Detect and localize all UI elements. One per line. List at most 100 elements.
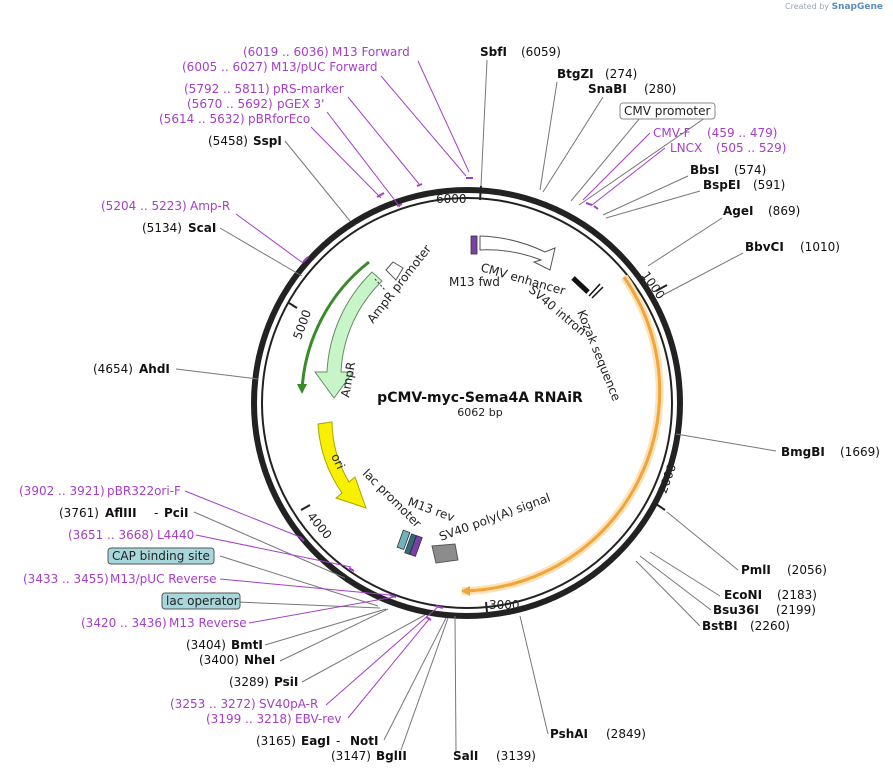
cap-binding-box	[107, 547, 215, 565]
primer-m13f-range: (6019 .. 6036)	[243, 45, 329, 59]
site-leader-lines	[175, 59, 777, 752]
tick-label-2000: 2000	[656, 462, 680, 495]
site-nhei: NheI	[244, 653, 275, 667]
primer-l4440-name: L4440	[157, 528, 194, 542]
ampr-arrow	[314, 271, 383, 399]
credit-brand: SnapGene	[831, 2, 883, 12]
m13-fwd-marker	[470, 235, 478, 255]
primer-prs-name: pRS-marker	[273, 82, 344, 96]
site-bspei-pos: (591)	[753, 178, 785, 192]
primer-cmvf-name: CMV-F	[653, 126, 691, 140]
label-kozak: Kozak sequence	[574, 308, 623, 403]
site-snabi: SnaBI	[588, 82, 627, 96]
tick-label-3000: 3000	[489, 598, 520, 612]
primer-l4440-range: (3651 .. 3668)	[68, 528, 154, 542]
label-m13-fwd: M13 fwd	[449, 275, 500, 289]
label-ampr: AmpR	[338, 361, 358, 399]
ampr-promoter-arrow	[385, 261, 404, 281]
site-snabi-pos: (280)	[644, 82, 676, 96]
primer-pbr-name: pBRforEco	[248, 112, 310, 126]
site-bglii-pos: (3147)	[331, 749, 371, 763]
site-psii: PsiI	[274, 675, 298, 689]
site-sbfi: SbfI	[480, 45, 507, 59]
m13-rev-marker	[409, 535, 423, 557]
plasmid-size: 6062 bp	[457, 406, 502, 419]
tick-6000	[479, 185, 482, 201]
site-afliii-pos: (3761)	[59, 506, 99, 520]
kozak-mark-2	[591, 286, 604, 299]
tick-3000	[485, 601, 488, 613]
site-sspi-pos: (5458)	[208, 134, 248, 148]
site-bglii: BglII	[376, 749, 407, 763]
primer-ebv-range: (3199 .. 3218)	[206, 712, 292, 726]
position-ticks	[288, 185, 668, 613]
primer-m13puc-f-name: M13/pUC Forward	[271, 60, 378, 74]
primer-sv40par-range: (3253 .. 3272)	[170, 697, 256, 711]
site-nhei-pos: (3400)	[199, 653, 239, 667]
backbone-outer	[251, 187, 683, 619]
site-sali-pos: (3139)	[496, 749, 536, 763]
tick-label-4000: 4000	[304, 510, 334, 542]
tick-label-5000: 5000	[290, 308, 314, 341]
boxed-labels: CMV promoter CAP binding site lac operat…	[107, 102, 716, 610]
primer-m13f-name: M13 Forward	[332, 45, 410, 59]
site-agei: AgeI	[723, 204, 753, 218]
primer-labels: (6019 .. 6036) M13 Forward (6005 .. 6027…	[19, 45, 786, 726]
site-bsu36i: Bsu36I	[713, 603, 759, 617]
primer-pgex-name: pGEX 3'	[277, 97, 324, 111]
site-afliii-sep: -	[154, 506, 158, 520]
tick-4000	[300, 504, 311, 511]
site-pmli: PmlI	[741, 563, 771, 577]
snapgene-credit: Created by SnapGene	[785, 2, 883, 12]
site-pshai: PshAI	[550, 727, 588, 741]
site-sspi: SspI	[253, 134, 282, 148]
site-eagi: EagI	[301, 734, 330, 748]
sv40-intron-mark	[571, 276, 590, 294]
cap-binding-label: CAP binding site	[112, 549, 210, 563]
primer-sv40par-name: SV40pA-R	[259, 697, 318, 711]
site-bstbi-pos: (2260)	[750, 619, 790, 633]
site-bbsi: BbsI	[690, 163, 719, 177]
site-bmgbi-pos: (1669)	[840, 445, 880, 459]
primer-m13r-name: M13 Reverse	[169, 616, 247, 630]
site-pshai-pos: (2849)	[606, 727, 646, 741]
primer-cmvf-range: (459 .. 479)	[707, 126, 777, 140]
site-ahdi: AhdI	[139, 362, 170, 376]
site-eagi-pos: (3165)	[256, 734, 296, 748]
site-bmti-pos: (3404)	[186, 638, 226, 652]
lac-operator-box	[161, 592, 241, 610]
plasmid-name: pCMV-myc-Sema4A RNAiR	[377, 390, 583, 406]
cmv-enhancer-arrow	[479, 235, 556, 271]
lac-promoter-marker	[396, 529, 411, 550]
primer-pbr322-name: pBR322ori-F	[107, 484, 181, 498]
credit-created-by: Created by	[785, 2, 830, 11]
primer-ampr-range: (5204 .. 5223)	[101, 199, 187, 213]
primer-leader-lines	[184, 60, 666, 719]
orange-feature-arrowhead	[461, 586, 470, 596]
cmv-promoter-box	[619, 102, 716, 120]
primer-m13puc-f-range: (6005 .. 6027)	[182, 60, 268, 74]
site-bspei: BspEI	[703, 178, 741, 192]
lac-operator-label: lac operator	[166, 594, 239, 608]
site-scai: ScaI	[188, 221, 216, 235]
site-bbsi-pos: (574)	[734, 163, 766, 177]
primer-lncx-name: LNCX	[670, 141, 702, 155]
primer-m13puc-r-range: (3433 .. 3455)	[23, 572, 109, 586]
backbone-inner	[261, 197, 673, 609]
primer-marks	[299, 177, 599, 621]
site-bbvci: BbvCI	[745, 240, 784, 254]
site-sali: SalI	[453, 749, 478, 763]
tick-label-6000: 6000	[436, 192, 467, 206]
tick-5000	[288, 302, 298, 309]
green-feature-arc	[300, 260, 370, 391]
site-bmgbi: BmgBI	[781, 445, 825, 459]
site-econi-pos: (2183)	[777, 588, 817, 602]
site-agei-pos: (869)	[768, 204, 800, 218]
site-bbvci-pos: (1010)	[800, 240, 840, 254]
site-noti: NotI	[350, 734, 379, 748]
site-pcii: PciI	[164, 506, 189, 520]
site-labels: SbfI (6059) BtgZI (274) SnaBI (280) BbsI…	[59, 45, 880, 763]
site-btgzi-pos: (274)	[605, 67, 637, 81]
